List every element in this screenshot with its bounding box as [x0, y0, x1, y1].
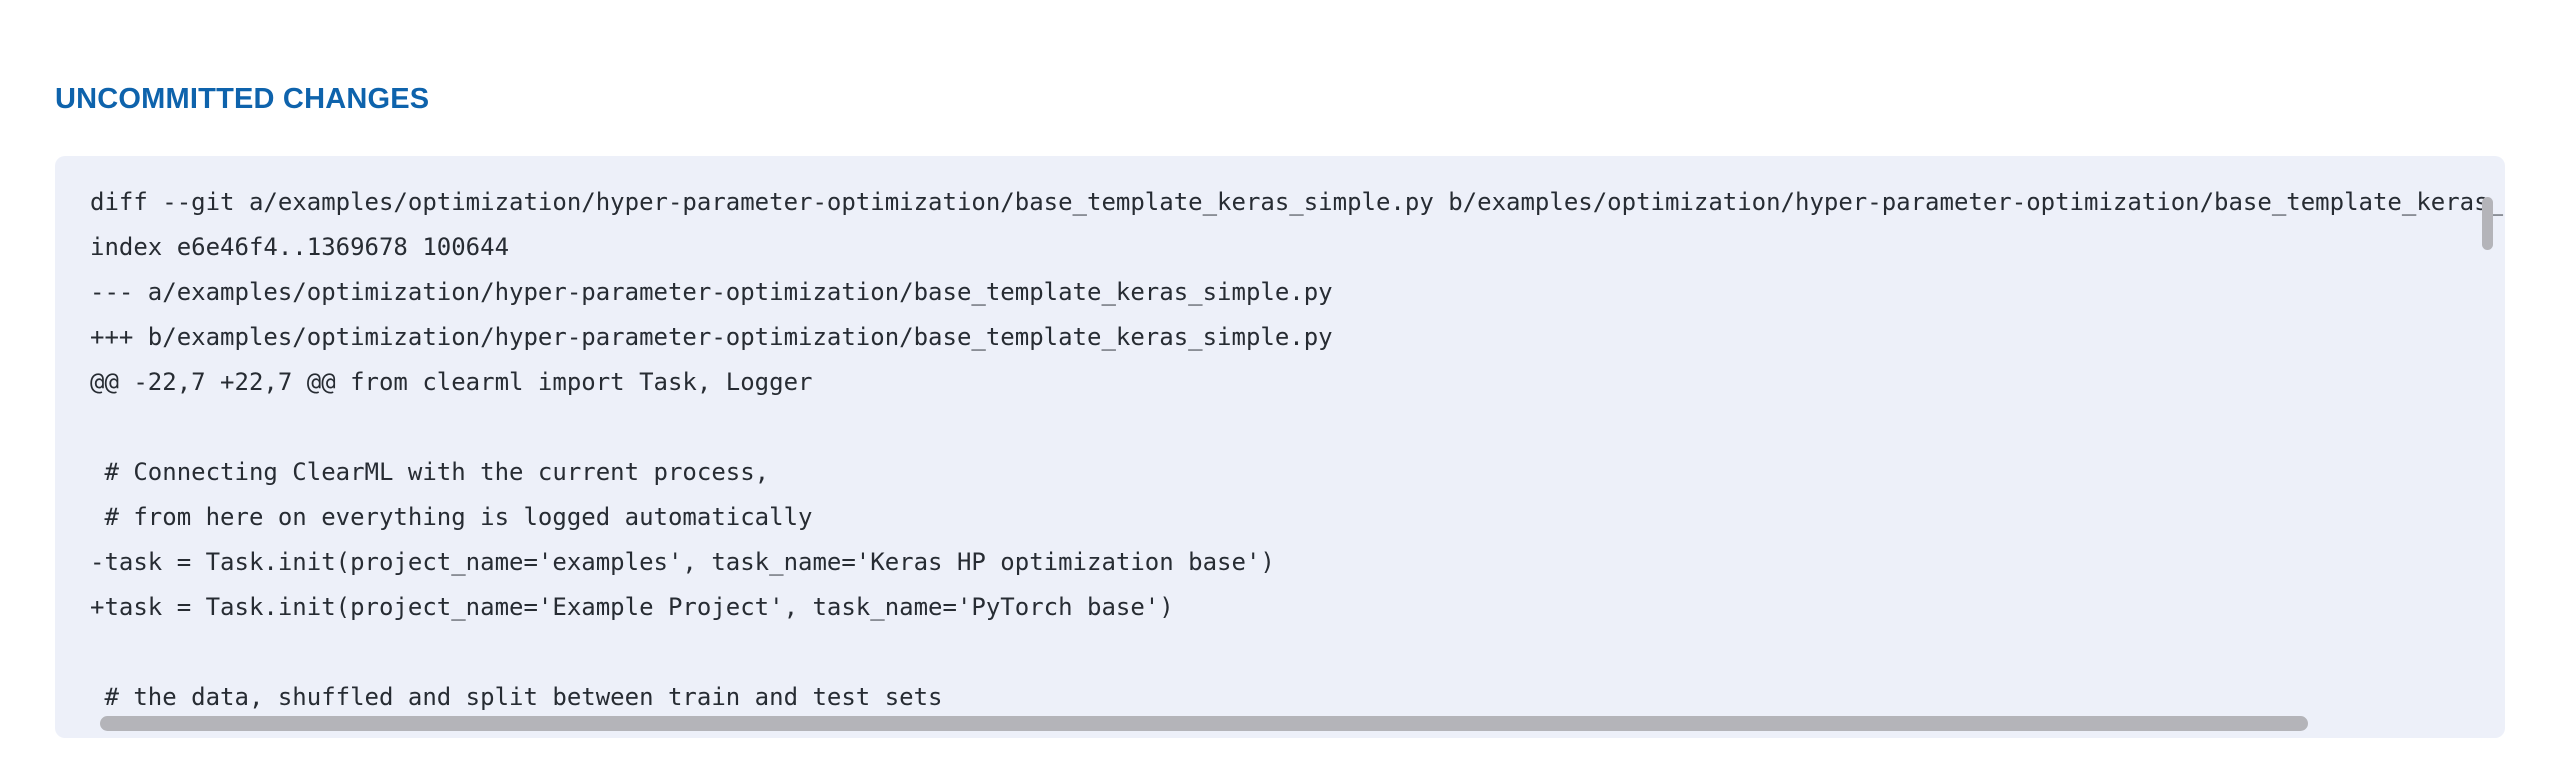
- horizontal-scrollbar-thumb[interactable]: [100, 716, 2308, 731]
- git-diff-text: diff --git a/examples/optimization/hyper…: [55, 156, 2505, 720]
- diff-line: +++ b/examples/optimization/hyper-parame…: [90, 323, 1333, 351]
- diff-line: # from here on everything is logged auto…: [90, 503, 813, 531]
- diff-line: [90, 405, 2505, 450]
- uncommitted-changes-title: UNCOMMITTED CHANGES: [55, 83, 430, 115]
- diff-line: index e6e46f4..1369678 100644: [90, 233, 510, 261]
- diff-line: diff --git a/examples/optimization/hyper…: [90, 188, 2505, 216]
- diff-line: # the data, shuffled and split between t…: [90, 683, 943, 711]
- diff-line: --- a/examples/optimization/hyper-parame…: [90, 278, 1333, 306]
- diff-line: +task = Task.init(project_name='Example …: [90, 593, 1174, 621]
- diff-line: @@ -22,7 +22,7 @@ from clearml import Ta…: [90, 368, 813, 396]
- diff-line: -task = Task.init(project_name='examples…: [90, 548, 1275, 576]
- diff-line: [90, 630, 2505, 675]
- vertical-scrollbar-thumb[interactable]: [2482, 197, 2493, 250]
- uncommitted-changes-diff-panel: diff --git a/examples/optimization/hyper…: [55, 156, 2505, 738]
- diff-line: # Connecting ClearML with the current pr…: [90, 458, 770, 486]
